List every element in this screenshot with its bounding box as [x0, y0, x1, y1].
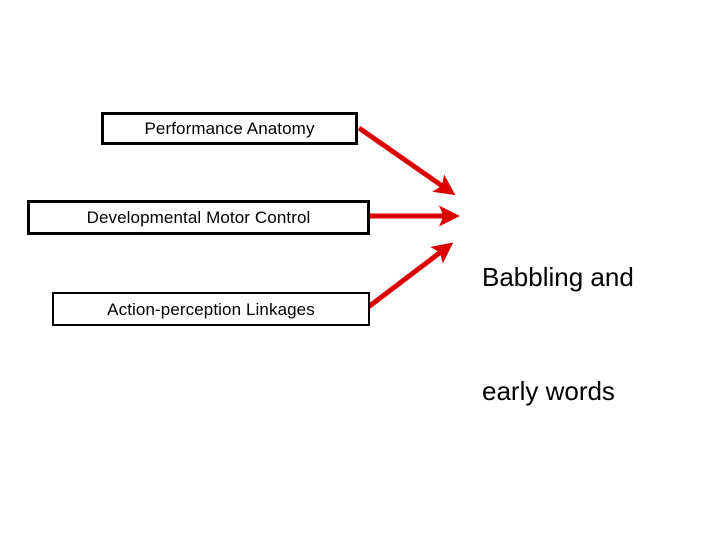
- node-label: Performance Anatomy: [144, 119, 315, 138]
- outcome-label-line-1: Babbling and: [482, 262, 634, 292]
- node-developmental-motor-control: Developmental Motor Control: [27, 200, 370, 235]
- node-label: Action-perception Linkages: [107, 299, 315, 319]
- arrow-linkages-to-outcome: [365, 242, 454, 310]
- outcome-label-line-2: early words: [482, 376, 615, 406]
- node-action-perception-linkages: Action-perception Linkages: [52, 292, 370, 326]
- node-performance-anatomy: Performance Anatomy: [101, 112, 358, 145]
- arrow-performance-to-outcome: [357, 125, 456, 196]
- node-label: Developmental Motor Control: [86, 208, 311, 227]
- outcome-label: Babbling and early words: [482, 182, 634, 486]
